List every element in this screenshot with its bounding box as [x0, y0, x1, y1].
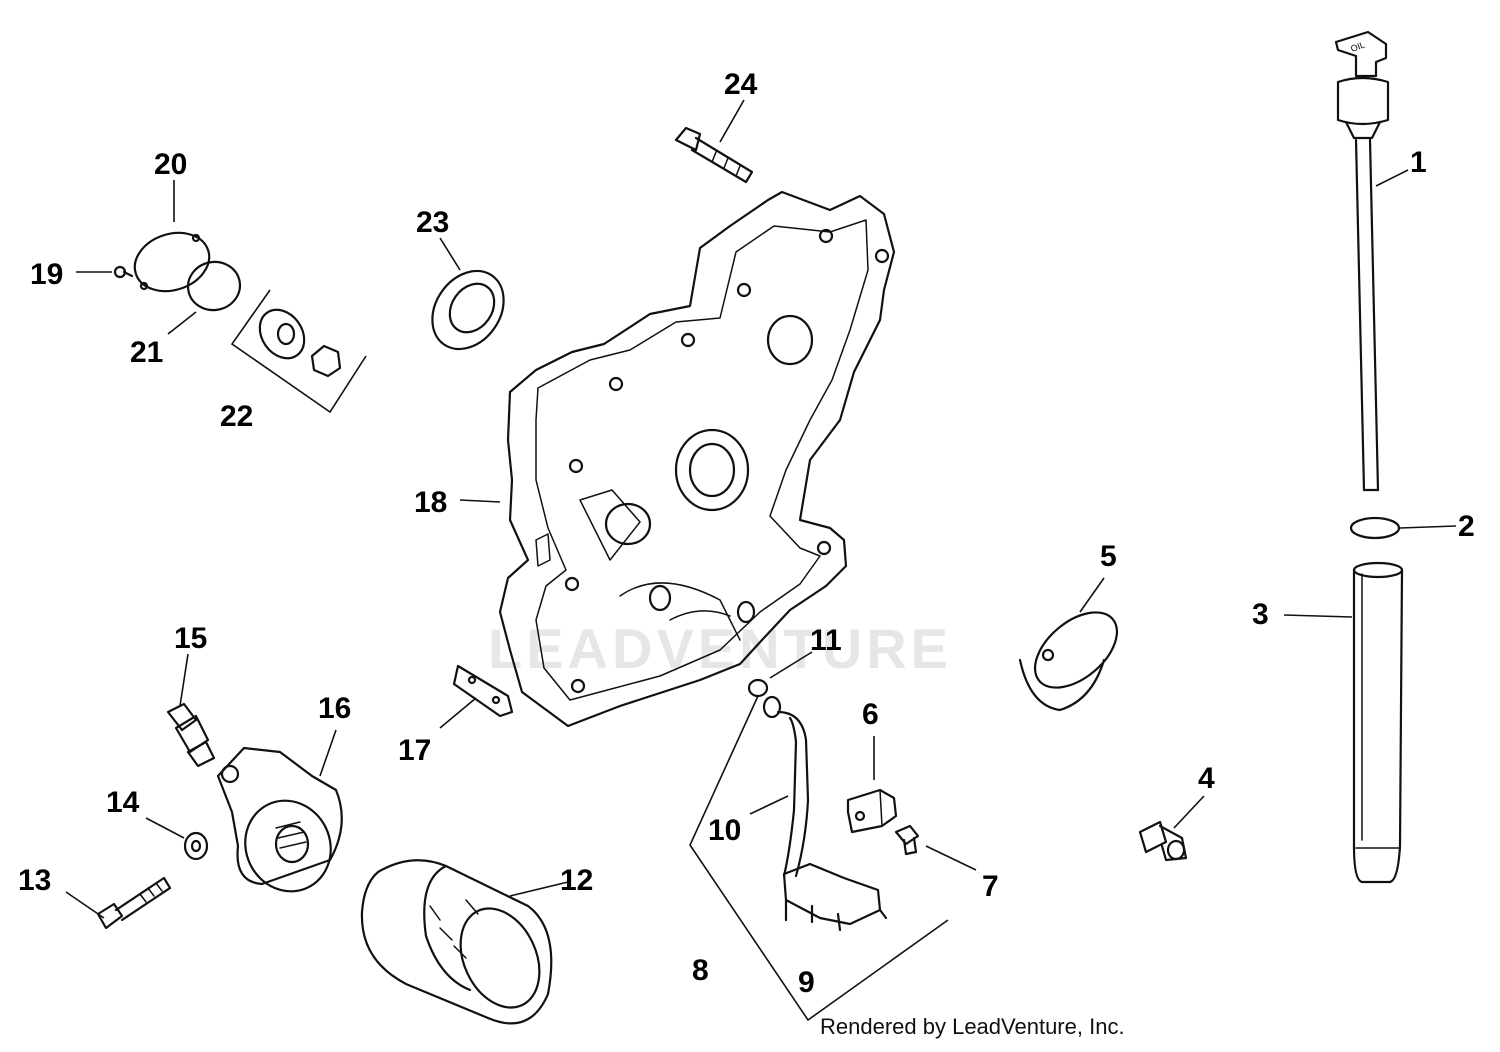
- bolt-cover: [674, 126, 754, 184]
- bushing: [1018, 611, 1119, 712]
- callout-14: 14: [106, 786, 140, 819]
- screw-small: [113, 265, 134, 279]
- governor-gear-group: [230, 289, 367, 414]
- callout-7: 7: [982, 870, 999, 903]
- callout-9: 9: [798, 966, 815, 999]
- o-ring-pickup: [747, 678, 769, 698]
- callout-17: 17: [398, 734, 431, 767]
- oil-pressure-switch: [166, 702, 216, 768]
- oil-filter: [360, 859, 553, 1025]
- oil-filter-adapter: [216, 746, 343, 893]
- dipstick-tube: [1352, 561, 1404, 884]
- callout-11: 11: [810, 624, 842, 657]
- callout-3: 3: [1252, 598, 1269, 631]
- group-bracket-8: [689, 695, 949, 1022]
- dipstick-oil-text: OIL: [1349, 40, 1366, 54]
- cover-plate: [133, 231, 211, 293]
- callout-6: 6: [862, 698, 879, 731]
- crankcase-cover: [498, 190, 896, 728]
- screw: [894, 824, 920, 856]
- washer: [183, 831, 209, 861]
- callout-19: 19: [30, 258, 63, 291]
- oil-pickup-tube: [762, 695, 810, 878]
- credit-text: Rendered by LeadVenture, Inc.: [820, 1014, 1125, 1039]
- callout-21: 21: [130, 336, 163, 369]
- callout-8: 8: [692, 954, 709, 987]
- o-ring-dipstick-tube: [1349, 516, 1401, 540]
- watermark: LEADVENTURE: [488, 617, 953, 680]
- callout-13: 13: [18, 864, 51, 897]
- callout-15: 15: [174, 622, 207, 655]
- callout-20: 20: [154, 148, 187, 181]
- callout-23: 23: [416, 206, 449, 239]
- callout-5: 5: [1100, 540, 1117, 573]
- callout-10: 10: [708, 814, 741, 847]
- callout-18: 18: [414, 486, 447, 519]
- bracket: [846, 788, 898, 834]
- bolt-long: [96, 876, 172, 930]
- oil-screen: [782, 862, 888, 932]
- callout-16: 16: [318, 692, 351, 725]
- callout-12: 12: [560, 864, 593, 897]
- gasket-small: [452, 664, 514, 718]
- callout-22: 22: [220, 400, 253, 433]
- drain-plug: [1138, 820, 1188, 862]
- callout-2: 2: [1458, 510, 1475, 543]
- callout-1: 1: [1410, 146, 1427, 179]
- callout-24: 24: [724, 68, 758, 101]
- callout-4: 4: [1198, 762, 1215, 795]
- oil-seal: [431, 269, 505, 351]
- dipstick: OIL: [1334, 30, 1390, 492]
- o-ring-cover: [186, 260, 242, 312]
- leader-lines: [65, 99, 1457, 919]
